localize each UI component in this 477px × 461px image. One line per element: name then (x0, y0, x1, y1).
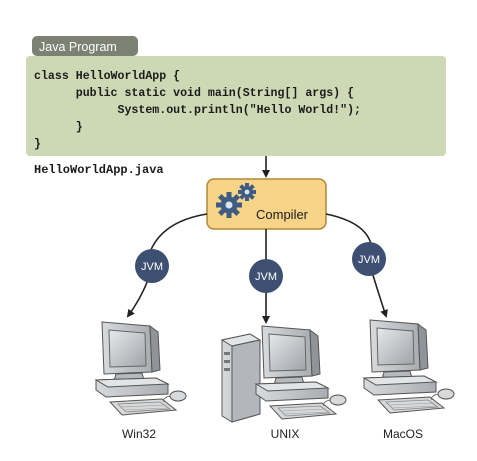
macos-computer-icon (363, 319, 455, 414)
jvm-node-macos: JVM (352, 242, 386, 276)
unix-computer-icon (221, 325, 347, 423)
code-block: class HelloWorldApp { public static void… (34, 70, 361, 151)
platform-label-win32: Win32 (122, 427, 156, 441)
jvm-label: JVM (141, 261, 163, 273)
compiler-box: Compiler (206, 178, 327, 230)
jvm-label: JVM (358, 254, 380, 266)
jvm-node-win32: JVM (135, 249, 169, 283)
platform-label-unix: UNIX (271, 427, 300, 441)
arrow-to-macos (371, 271, 388, 318)
code-panel (26, 56, 446, 156)
code-line: System.out.println("Hello World!"); (34, 104, 361, 117)
connector-right (325, 213, 372, 245)
code-line: } (34, 138, 41, 151)
source-filename: HelloWorldApp.java (34, 163, 164, 177)
arrow-to-win32 (126, 279, 149, 318)
compiler-label: Compiler (256, 207, 309, 222)
jvm-node-unix: JVM (249, 259, 283, 293)
code-line: public static void main(String[] args) { (34, 87, 354, 100)
code-line: class HelloWorldApp { (34, 70, 180, 83)
connectors (126, 213, 388, 324)
win32-computer-icon (95, 321, 187, 416)
java-program-panel: Java Program class HelloWorldApp { publi… (26, 36, 446, 177)
platform-label-macos: MacOS (383, 427, 423, 441)
panel-tab-label: Java Program (39, 40, 117, 54)
panel-tab (32, 36, 138, 56)
jvm-label: JVM (255, 271, 277, 283)
code-line: } (34, 121, 83, 134)
